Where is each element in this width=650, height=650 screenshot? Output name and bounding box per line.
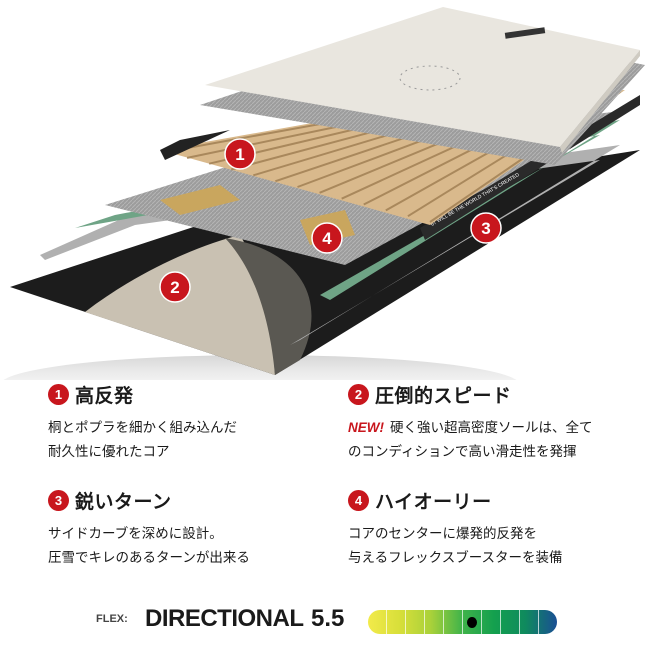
flex-scale-bar bbox=[368, 610, 557, 634]
callout-2: 2 bbox=[159, 271, 191, 303]
feature-title: ハイオーリー bbox=[375, 490, 492, 513]
flex-rating: FLEX: DIRECTIONAL 5.5 bbox=[0, 601, 650, 641]
feature-title: 高反発 bbox=[75, 384, 134, 407]
flex-segment bbox=[406, 610, 425, 634]
flex-booster bbox=[160, 185, 240, 215]
flex-value: 5.5 bbox=[311, 605, 345, 632]
callout-4: 4 bbox=[311, 222, 343, 254]
svg-text:4: 4 bbox=[322, 229, 332, 248]
feature-line: サイドカーブを深めに設計。 bbox=[48, 526, 223, 542]
feature-line: コアのセンターに爆発的反発を bbox=[348, 526, 537, 542]
new-badge: NEW! bbox=[348, 420, 384, 435]
flex-segment bbox=[444, 610, 463, 634]
feature-2: 2 圧倒的スピード NEW! 硬く強い超高密度ソールは、全てのコンディションで高い滑… bbox=[348, 380, 593, 464]
feature-line: のコンディションで高い滑走性を発揮 bbox=[348, 444, 577, 460]
binding-inserts bbox=[399, 65, 461, 91]
svg-text:1: 1 bbox=[235, 145, 244, 164]
feature-line: 与えるフレックスブースターを装備 bbox=[348, 550, 563, 566]
feature-number: 4 bbox=[348, 489, 369, 511]
topsheet bbox=[205, 7, 640, 147]
steel-edge bbox=[40, 145, 620, 345]
feature-4: 4 ハイオーリー コアのセンターに爆発的反発を与えるフレックスブースターを装備 bbox=[348, 486, 563, 570]
feature-3: 3 鋭いターン サイドカーブを深めに設計。圧雪でキレのあるターンが出来る bbox=[48, 486, 250, 570]
feature-title: 鋭いターン bbox=[75, 490, 172, 513]
feature-line: 桐とポプラを細かく組み込んだ bbox=[48, 420, 237, 436]
feature-number: 1 bbox=[48, 383, 69, 405]
flex-indicator-dot bbox=[466, 617, 477, 628]
flex-segment bbox=[482, 610, 501, 634]
flex-segment bbox=[368, 610, 387, 634]
board-layers-illustration: 67 WILL BE THE WORLD THAT'S CREATED 1 2 … bbox=[3, 7, 645, 380]
callout-3: 3 bbox=[470, 212, 502, 244]
flex-segment bbox=[387, 610, 406, 634]
topsheet-edge bbox=[560, 50, 640, 153]
flex-segment bbox=[520, 610, 539, 634]
feature-title: 圧倒的スピード bbox=[375, 384, 512, 407]
feature-1: 1 高反発 桐とポプラを細かく組み込んだ耐久性に優れたコア bbox=[48, 380, 237, 464]
feature-number: 2 bbox=[348, 383, 369, 405]
base-graphic-dark bbox=[225, 238, 312, 375]
base-graphic bbox=[85, 235, 275, 375]
svg-text:3: 3 bbox=[481, 219, 490, 238]
black-rail bbox=[160, 130, 230, 160]
flex-label: FLEX: bbox=[96, 613, 128, 625]
feature-line: 耐久性に優れたコア bbox=[48, 444, 170, 460]
flex-segment bbox=[463, 610, 482, 634]
feature-number: 3 bbox=[48, 489, 69, 511]
flex-segment bbox=[425, 610, 444, 634]
feature-line: 圧雪でキレのあるターンが出来る bbox=[48, 550, 250, 566]
feature-line: 硬く強い超高密度ソールは、全て bbox=[390, 420, 593, 436]
flex-segment bbox=[501, 610, 520, 634]
svg-text:2: 2 bbox=[170, 278, 179, 297]
flex-type: DIRECTIONAL bbox=[145, 605, 304, 632]
callout-1: 1 bbox=[224, 138, 256, 170]
logo-mark bbox=[504, 27, 546, 39]
flex-segment bbox=[539, 610, 557, 634]
